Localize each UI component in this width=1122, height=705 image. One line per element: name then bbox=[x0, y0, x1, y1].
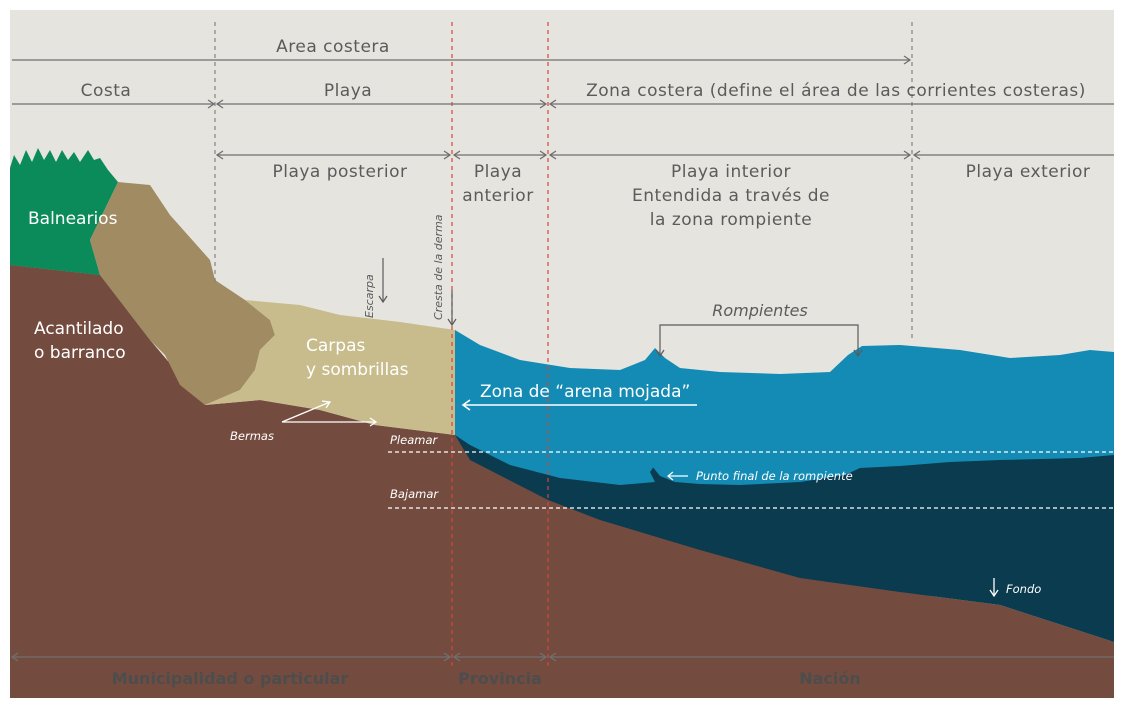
label-carpas-2: y sombrillas bbox=[306, 360, 409, 380]
arrowhead bbox=[452, 652, 461, 662]
arrowhead bbox=[207, 99, 216, 109]
label-playa: Playa bbox=[324, 81, 372, 101]
label-acantilado-2: o barranco bbox=[34, 343, 126, 363]
arrowhead bbox=[548, 150, 557, 160]
label-playa-interior-3: la zona rompiente bbox=[650, 210, 812, 230]
label-cresta: Cresta de la derma bbox=[432, 214, 445, 320]
surf-water bbox=[455, 330, 1114, 485]
arrowhead bbox=[903, 150, 912, 160]
label-carpas-1: Carpas bbox=[306, 336, 365, 356]
arrowhead bbox=[989, 589, 999, 598]
arrowhead bbox=[443, 652, 452, 662]
arrowhead bbox=[321, 400, 332, 409]
label-playa-anterior-1: Playa bbox=[474, 162, 522, 182]
label-pleamar: Pleamar bbox=[390, 433, 439, 447]
label-rompientes: Rompientes bbox=[712, 301, 808, 320]
label-punto-final: Punto final de la rompiente bbox=[696, 469, 853, 483]
sand-beach bbox=[205, 300, 455, 435]
label-zona-costera: Zona costera (define el área de las corr… bbox=[586, 81, 1086, 101]
label-provincia: Provincia bbox=[458, 669, 542, 688]
arrowhead bbox=[378, 295, 388, 304]
arrowhead bbox=[853, 349, 863, 358]
arrowhead bbox=[912, 150, 921, 160]
arrowhead bbox=[539, 99, 548, 109]
arrowhead bbox=[903, 55, 912, 65]
arrowhead bbox=[452, 150, 461, 160]
label-fondo: Fondo bbox=[1006, 582, 1041, 596]
label-bermas: Bermas bbox=[230, 429, 274, 443]
label-playa-anterior-2: anterior bbox=[462, 186, 533, 206]
arrowhead bbox=[539, 150, 548, 160]
bermas-arrow-1 bbox=[281, 401, 331, 423]
arrowhead bbox=[548, 99, 557, 109]
arrowhead bbox=[443, 150, 452, 160]
label-bajamar: Bajamar bbox=[390, 487, 439, 501]
arrowhead bbox=[655, 349, 665, 358]
grass-patch bbox=[10, 148, 118, 275]
arrowhead bbox=[461, 399, 471, 411]
label-playa-interior-2: Entendida a través de bbox=[632, 186, 830, 206]
label-playa-interior-1: Playa interior bbox=[671, 162, 791, 182]
arrowhead bbox=[667, 471, 674, 481]
deep-water bbox=[455, 435, 1114, 642]
label-area-costera: Area costera bbox=[276, 37, 390, 57]
earth-fill bbox=[10, 265, 1114, 698]
label-balnearios: Balnearios bbox=[28, 209, 118, 229]
label-playa-posterior: Playa posterior bbox=[272, 162, 407, 182]
arrowhead bbox=[539, 652, 548, 662]
arrowhead bbox=[447, 318, 457, 327]
label-costa: Costa bbox=[81, 81, 132, 101]
arrowhead bbox=[215, 99, 224, 109]
arrowhead bbox=[369, 417, 378, 427]
arrowhead bbox=[215, 150, 224, 160]
label-municipalidad: Municipalidad o particular bbox=[112, 669, 349, 688]
label-nacion: Nación bbox=[799, 669, 861, 688]
label-arena-mojada: Zona de “arena mojada” bbox=[480, 382, 690, 402]
cliff-dune bbox=[90, 182, 275, 405]
arrowhead bbox=[10, 652, 19, 662]
label-acantilado-1: Acantilado bbox=[34, 319, 124, 339]
arrowhead bbox=[548, 652, 557, 662]
label-playa-exterior: Playa exterior bbox=[966, 162, 1091, 182]
label-escarpa: Escarpa bbox=[363, 274, 376, 318]
rompientes-bracket bbox=[659, 324, 859, 356]
